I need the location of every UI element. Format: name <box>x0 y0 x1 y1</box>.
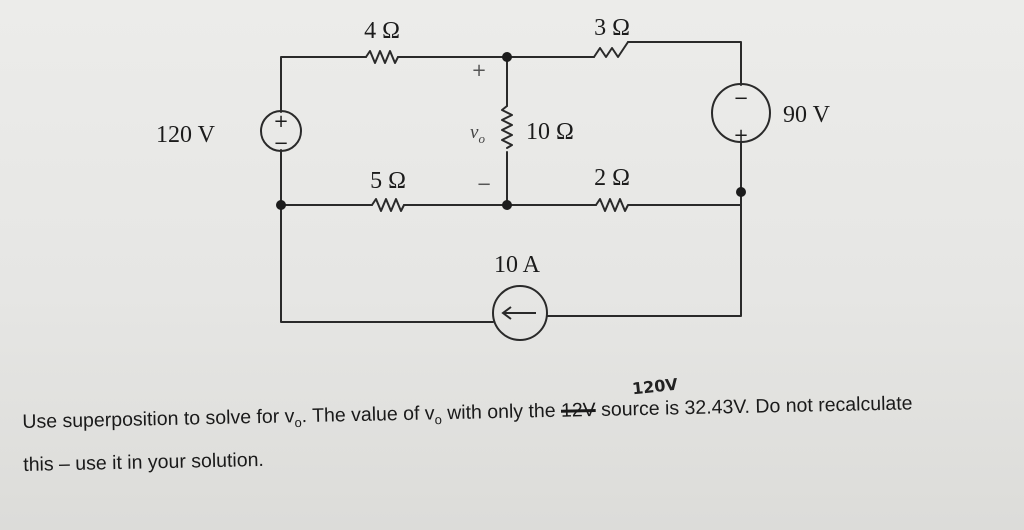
wire-right-bottom <box>546 191 742 317</box>
vo-label: vo <box>470 122 485 146</box>
node-top-center <box>502 52 512 62</box>
label-3-ohm: 3 Ω <box>594 15 630 41</box>
wire-top <box>280 41 742 113</box>
plus-120v: + <box>273 111 288 132</box>
current-arrow-icon <box>501 306 536 320</box>
minus-120v: − <box>273 133 288 154</box>
plus-90v: + <box>733 125 748 146</box>
resistor-4-ohm <box>365 50 399 64</box>
current-source-10a <box>492 285 548 341</box>
wire-top-right-step <box>593 41 629 58</box>
circuit-diagram: 4 Ω 3 Ω 5 Ω 2 Ω 10 Ω 120 V 90 V 10 A + −… <box>156 15 831 341</box>
voltage-source-90v <box>711 83 771 143</box>
label-4-ohm: 4 Ω <box>364 18 400 44</box>
node-right-mid <box>736 187 746 197</box>
vo-minus: − <box>476 174 491 195</box>
label-2-ohm: 2 Ω <box>594 165 630 191</box>
wire-left-bottom <box>280 204 494 323</box>
resistor-10-ohm <box>501 105 513 149</box>
label-120v: 120 V <box>156 122 216 148</box>
label-5-ohm: 5 Ω <box>370 168 406 194</box>
label-90v: 90 V <box>783 102 831 128</box>
node-center-mid <box>502 200 512 210</box>
voltage-source-120v <box>260 110 302 152</box>
resistor-5-ohm <box>371 198 405 212</box>
minus-90v: − <box>733 88 748 109</box>
vo-plus: + <box>471 60 486 81</box>
struck-text: 12V <box>560 398 596 422</box>
label-10-ohm: 10 Ω <box>526 119 574 145</box>
resistor-2-ohm <box>595 198 742 212</box>
node-left-mid <box>276 200 286 210</box>
label-10a: 10 A <box>494 252 541 278</box>
